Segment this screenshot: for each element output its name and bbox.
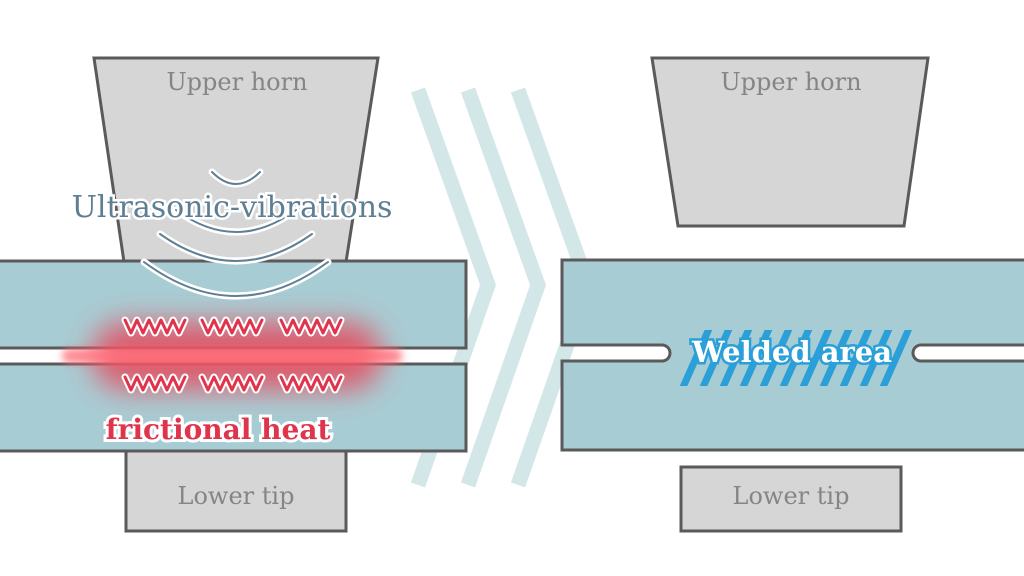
welded-area-stripes xyxy=(679,330,912,386)
lower-tip-label-right: Lower tip xyxy=(733,482,850,510)
zigzag-bottom-1 xyxy=(121,373,189,394)
lower-tip-label-left: Lower tip xyxy=(178,482,295,510)
zigzag-bottom-2 xyxy=(198,373,266,394)
upper-horn-right xyxy=(650,56,930,228)
vibration-waves xyxy=(140,168,332,300)
lower-tip-left xyxy=(124,447,348,533)
right-panel: Upper horn Lower tip Welded area xyxy=(560,56,1024,533)
welded-plate xyxy=(560,258,1024,452)
welded-area-label: Welded area xyxy=(691,335,892,369)
heat-glow xyxy=(62,322,402,390)
upper-horn-label-left: Upper horn xyxy=(166,68,307,96)
chevron-arrow-2 xyxy=(460,87,546,488)
heat-zigzags xyxy=(121,316,345,394)
zigzag-top-1 xyxy=(121,316,189,337)
zigzag-bottom-3 xyxy=(277,373,345,394)
lower-tip-right xyxy=(679,465,903,533)
upper-horn-label-right: Upper horn xyxy=(720,68,861,96)
vibrations-label: Ultrasonic-vibrations xyxy=(72,190,393,225)
zigzag-top-2 xyxy=(198,316,266,337)
zigzag-top-3 xyxy=(277,316,345,337)
left-panel: Upper horn Lower tip xyxy=(0,56,468,533)
frictional-heat-label: frictional heat xyxy=(106,413,331,446)
